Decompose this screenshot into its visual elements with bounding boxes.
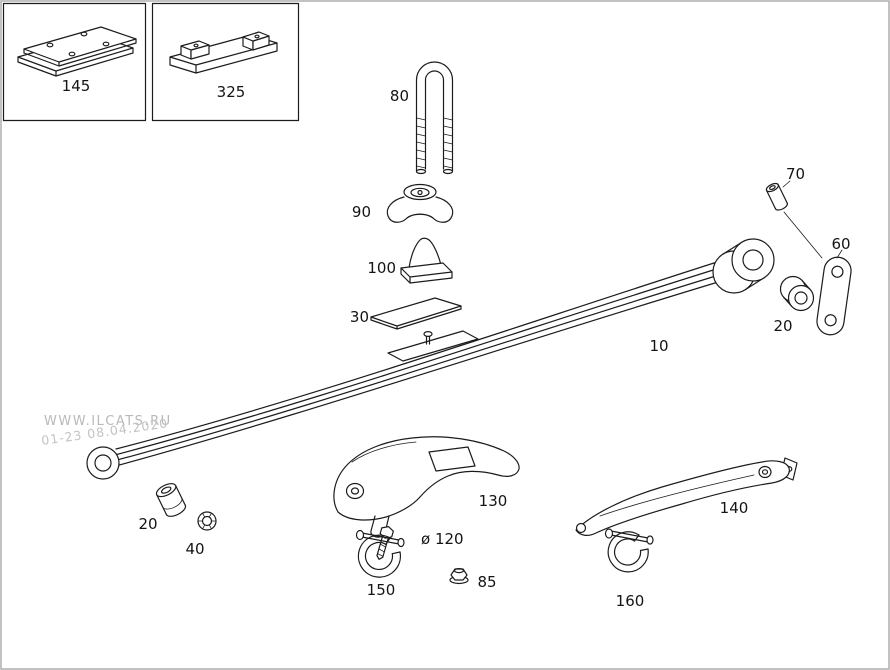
part-10-leaf-spring: 10 xyxy=(86,238,775,480)
label-145: 145 xyxy=(62,77,91,95)
part-150-clamp: 150 xyxy=(355,529,405,599)
label-40: 40 xyxy=(185,540,204,558)
label-10: 10 xyxy=(649,337,668,355)
inset-box-325: 325 xyxy=(151,2,300,122)
spring-center-seat xyxy=(387,330,479,362)
part-90-clamp-plate: 90 xyxy=(352,183,454,223)
part-20-bushing-left: 20 xyxy=(138,483,187,533)
part-40-nut: 40 xyxy=(185,511,217,558)
part-60-shackle-plate: 60 xyxy=(816,235,852,336)
label-30: 30 xyxy=(350,308,369,326)
part-70-pin: 70 xyxy=(765,165,823,259)
watermark-site: WWW.ILCATS.RU xyxy=(44,414,172,429)
inset-frame xyxy=(151,2,300,122)
part-80-u-bolt: 80 xyxy=(390,61,454,175)
label-85: 85 xyxy=(477,573,496,591)
label-90: 90 xyxy=(352,203,371,221)
label-100: 100 xyxy=(367,259,396,277)
label-120: ø 120 xyxy=(421,530,464,548)
label-150: 150 xyxy=(367,581,396,599)
label-80: 80 xyxy=(390,87,409,105)
label-160: 160 xyxy=(616,592,645,610)
bracket-window-cutout xyxy=(428,446,476,472)
part-100-bump-stop: 100 xyxy=(367,237,453,284)
part-160-clamp: 160 xyxy=(604,528,654,610)
label-325: 325 xyxy=(217,83,246,101)
label-20-right: 20 xyxy=(773,317,792,335)
part-325-spacer-bar xyxy=(169,31,278,74)
part-85-nut: 85 xyxy=(449,567,497,591)
part-145-plate xyxy=(17,26,137,77)
label-20-left: 20 xyxy=(138,515,157,533)
inset-box-145: 145 xyxy=(2,2,147,122)
label-70: 70 xyxy=(786,165,805,183)
part-20-bushing-right: 20 xyxy=(773,275,815,335)
label-60: 60 xyxy=(831,235,850,253)
spring-right-eye-bushing xyxy=(712,238,775,294)
label-130: 130 xyxy=(479,492,508,510)
watermark: WWW.ILCATS.RU 01-23 08.04.2020 xyxy=(40,414,172,448)
part-30-plate: 30 xyxy=(350,297,462,330)
part-130-bracket: 130 xyxy=(333,436,520,538)
part-140-bracket: 140 xyxy=(575,457,798,536)
label-140: 140 xyxy=(720,499,749,517)
